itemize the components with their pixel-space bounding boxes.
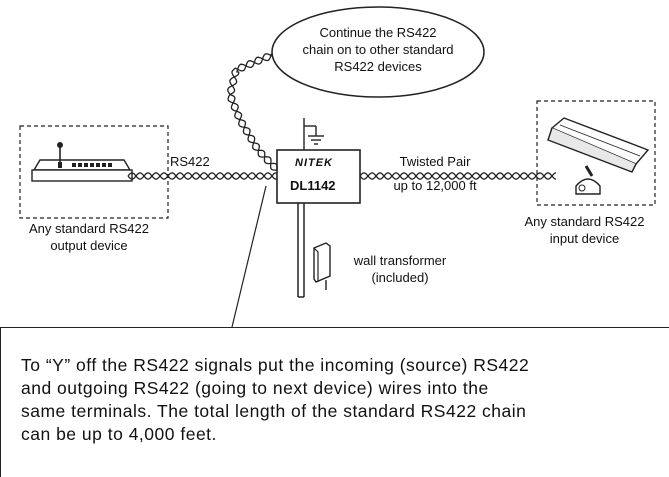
left-device-caption: Any standard RS422 output device — [0, 220, 178, 254]
right-cable-strand-2 — [359, 172, 557, 180]
cloud-line-2: chain on to other standard — [302, 42, 454, 57]
keyboard-controller-icon — [31, 142, 133, 182]
left-cable-strand-2 — [127, 172, 278, 180]
device-brand: NITEK — [295, 157, 333, 169]
wall-transformer-icon — [297, 203, 331, 298]
note-box: To “Y” off the RS422 signals put the inc… — [0, 327, 669, 477]
cloud-bubble — [271, 6, 485, 98]
right-device-frame — [536, 100, 656, 206]
note-line-3: same terminals. The total length of the … — [21, 401, 527, 421]
left-device-caption-1: Any standard RS422 — [29, 221, 149, 236]
right-link-label-2: up to 12,000 ft — [393, 178, 477, 193]
note-line-4: can be up to 4,000 feet. — [21, 424, 217, 444]
right-link-label-1: Twisted Pair — [399, 154, 471, 169]
left-device-caption-2: output device — [50, 238, 128, 253]
cloud-line-3: RS422 devices — [334, 59, 422, 74]
camera-icon — [547, 117, 650, 195]
ground-icon — [303, 118, 324, 150]
right-device-caption: Any standard RS422 input device — [500, 213, 669, 247]
right-device-caption-1: Any standard RS422 — [524, 214, 645, 229]
device-model: DL1142 — [290, 178, 336, 193]
up-cable-strand-1 — [227, 53, 278, 171]
note-line-1: To “Y” off the RS422 signals put the inc… — [21, 355, 530, 375]
note-line-2: and outgoing RS422 (going to next device… — [21, 378, 489, 398]
transformer-label-2: (included) — [371, 270, 429, 285]
note-pointer-line — [231, 185, 267, 328]
left-device-frame — [19, 125, 169, 219]
twisted-pair-cables — [127, 53, 557, 180]
right-link-label: Twisted Pair up to 12,000 ft — [360, 153, 510, 194]
cloud-line-1: Continue the RS422 — [319, 25, 437, 40]
right-cable-strand-1 — [359, 172, 557, 180]
transformer-label-1: wall transformer — [353, 253, 447, 268]
transformer-label: wall transformer (included) — [330, 252, 470, 286]
left-cable-strand-1 — [127, 172, 278, 180]
dl1142-device-box — [276, 149, 361, 204]
up-cable-strand-2 — [227, 53, 278, 171]
cloud-text: Continue the RS422 chain on to other sta… — [272, 24, 484, 75]
right-device-caption-2: input device — [549, 231, 620, 246]
left-link-label: RS422 — [170, 154, 210, 169]
